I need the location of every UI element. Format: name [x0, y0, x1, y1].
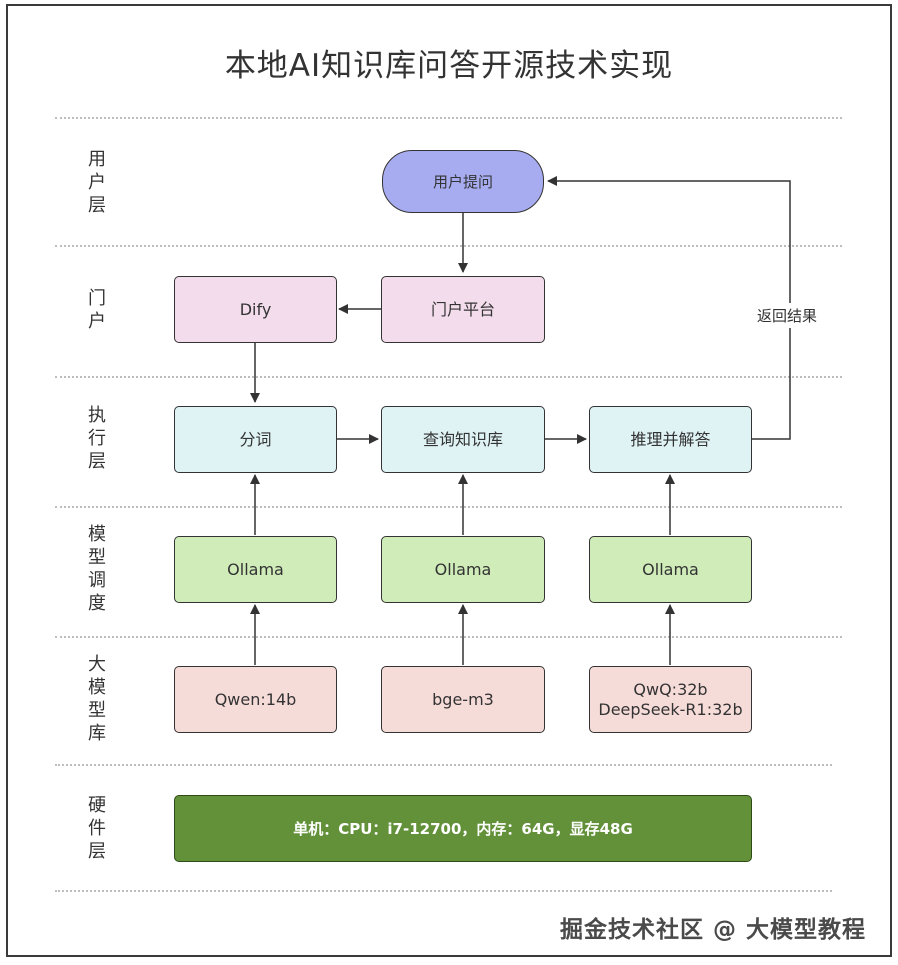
node-portal-platform: 门户平台 [381, 276, 545, 343]
layer-label-hw: 硬件层 [88, 795, 106, 862]
node-ollama-3: Ollama [589, 536, 752, 603]
node-segment-label: 分词 [239, 429, 272, 449]
node-user-question: 用户提问 [382, 150, 544, 213]
node-query-kb: 查询知识库 [381, 406, 545, 473]
node-bge-label: bge-m3 [432, 689, 494, 709]
node-ollama-3-label: Ollama [642, 559, 699, 579]
node-portal-platform-label: 门户平台 [430, 299, 495, 319]
separator-top [55, 117, 842, 119]
layer-label-models: 大模型库 [88, 654, 106, 744]
separator-portal-exec [55, 376, 842, 378]
node-segment: 分词 [174, 406, 337, 473]
node-qwen: Qwen:14b [174, 666, 337, 733]
node-reason-answer: 推理并解答 [589, 406, 752, 473]
separator-user-portal [55, 245, 842, 247]
node-dify-label: Dify [239, 299, 272, 319]
node-deepseek-label: DeepSeek-R1:32b [598, 699, 743, 719]
separator-sched-models [55, 636, 842, 638]
node-reason-answer-label: 推理并解答 [630, 429, 711, 449]
separator-models-hw [55, 764, 832, 766]
node-hardware-label: 单机：CPU：i7-12700，内存：64G，显存48G [293, 819, 633, 838]
node-user-question-label: 用户提问 [432, 172, 493, 191]
separator-bottom [55, 890, 832, 892]
edge-label-return-result: 返回结果 [754, 303, 821, 328]
node-qwq-label: QwQ:32b [633, 679, 708, 699]
page-title: 本地AI知识库问答开源技术实现 [224, 48, 674, 84]
node-qwen-label: Qwen:14b [214, 689, 297, 709]
watermark: 掘金技术社区 @ 大模型教程 [560, 917, 867, 943]
node-query-kb-label: 查询知识库 [422, 429, 503, 449]
node-ollama-1: Ollama [174, 536, 337, 603]
layer-label-sched: 模型调度 [88, 524, 106, 614]
layer-label-exec: 执行层 [88, 405, 106, 472]
layer-label-portal: 门户 [88, 288, 106, 332]
node-ollama-1-label: Ollama [227, 559, 284, 579]
node-bge: bge-m3 [381, 666, 545, 733]
node-dify: Dify [174, 276, 337, 343]
node-qwq-deepseek: QwQ:32b DeepSeek-R1:32b [589, 666, 752, 733]
separator-exec-sched [55, 506, 842, 508]
node-ollama-2-label: Ollama [434, 559, 492, 579]
layer-label-user: 用户层 [88, 149, 106, 216]
node-ollama-2: Ollama [381, 536, 545, 603]
node-hardware: 单机：CPU：i7-12700，内存：64G，显存48G [174, 795, 752, 862]
